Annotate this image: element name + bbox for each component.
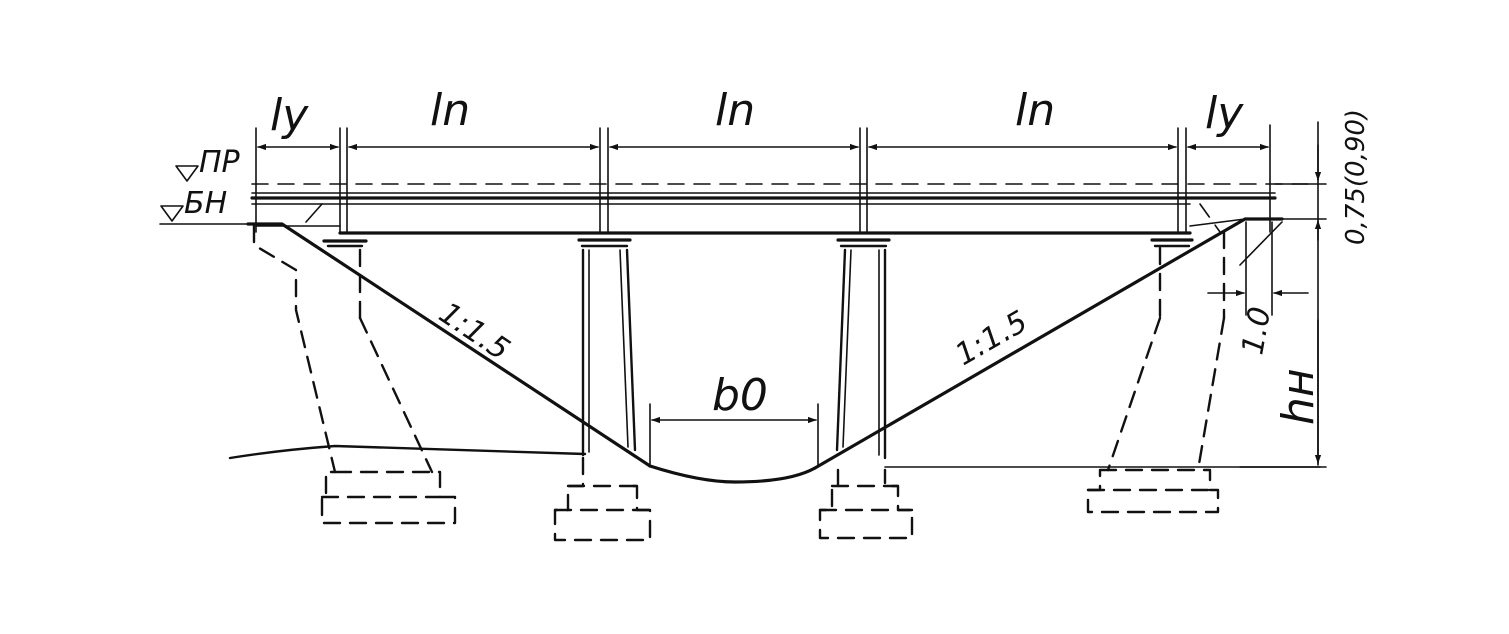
level-marks: ПР БН bbox=[159, 145, 257, 225]
left-wing-brace bbox=[305, 203, 323, 223]
left-abutment-outline bbox=[252, 224, 337, 474]
channel-width-dimension: b0 bbox=[649, 370, 819, 468]
label-clearance: 0,75(0,90) bbox=[1341, 109, 1371, 245]
label-slope-left: 1:1.5 bbox=[433, 296, 516, 368]
label-ly-right: ly bbox=[1205, 88, 1244, 139]
label-bn: БН bbox=[184, 186, 227, 221]
right-abutment-back-slope bbox=[1196, 316, 1226, 472]
right-wing-brace bbox=[1199, 203, 1221, 233]
label-ly-left: ly bbox=[270, 90, 309, 141]
label-ln-2: ln bbox=[715, 85, 755, 136]
abutments bbox=[252, 224, 1226, 474]
left-pier-footing bbox=[553, 456, 652, 542]
foundations bbox=[320, 456, 1220, 542]
pier-left-outer-right bbox=[625, 248, 637, 452]
piers bbox=[581, 248, 887, 460]
pier-right-outer-left bbox=[835, 248, 847, 452]
label-height: hн bbox=[1273, 368, 1324, 425]
label-pr: ПР bbox=[199, 145, 241, 180]
left-abutment-back-slope bbox=[358, 316, 434, 474]
ground-left bbox=[228, 444, 587, 460]
label-slope-right: 1:1.5 bbox=[950, 304, 1034, 373]
superstructure bbox=[250, 183, 1311, 235]
left-embankment-slope bbox=[246, 222, 652, 468]
pier-right-inner-left bbox=[842, 249, 852, 448]
level-triangle-bn bbox=[160, 205, 184, 222]
right-abutment-front-slope bbox=[1106, 316, 1162, 472]
bearings bbox=[322, 238, 1194, 248]
offset-diagonal bbox=[1239, 221, 1283, 266]
right-dimensions: 0,75(0,90) hн 1.0 bbox=[1207, 109, 1371, 468]
pier-left-inner-right bbox=[619, 249, 629, 448]
span-dimensions: ly ln ln ln ly bbox=[255, 85, 1271, 233]
cantilever-bottom-right bbox=[1189, 218, 1246, 227]
ground bbox=[228, 217, 1321, 484]
label-b0: b0 bbox=[712, 370, 768, 421]
right-embankment-slope bbox=[813, 217, 1284, 470]
left-abutment-footing bbox=[320, 470, 457, 525]
right-pier-footing bbox=[818, 468, 914, 540]
label-ln-3: ln bbox=[1015, 85, 1055, 136]
channel-bed bbox=[648, 464, 817, 484]
label-offset: 1.0 bbox=[1235, 304, 1278, 357]
label-ln-1: ln bbox=[430, 85, 470, 136]
level-triangle-pr bbox=[175, 165, 199, 182]
